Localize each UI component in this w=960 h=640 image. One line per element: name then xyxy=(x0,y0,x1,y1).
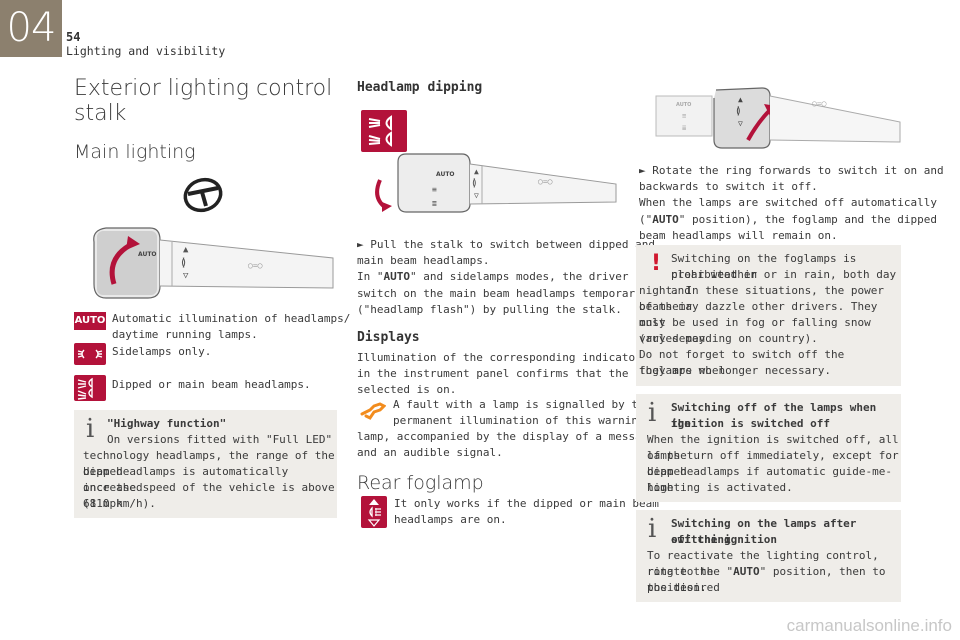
warning-line: they are no longer necessary. xyxy=(639,364,832,377)
svg-text:◯=◯: ◯=◯ xyxy=(248,261,263,270)
highway-function-note: i "Highway function" On versions fitted … xyxy=(74,410,337,518)
svg-text:▽: ▽ xyxy=(474,191,479,200)
note-line: lamps turn off immediately, except for d… xyxy=(647,449,899,479)
svg-text:≣: ≣ xyxy=(682,124,686,132)
steering-wheel-icon xyxy=(183,177,223,213)
legend-sidelamps-text: Sidelamps only. xyxy=(112,345,212,358)
dipped-main-beam-icon xyxy=(74,375,106,401)
note-title: ignition is switched off xyxy=(671,417,830,430)
rear-foglamp-heading: Rear foglamp xyxy=(357,472,484,494)
warning-line: only be used in fog or falling snow (rul… xyxy=(639,316,871,346)
note-line: technology headlamps, the range of the d… xyxy=(83,449,335,479)
rear-foglamp-text: It only works if the dipped or main beam… xyxy=(394,497,659,527)
note-line: On versions fitted with "Full LED" xyxy=(107,433,333,446)
svg-text:≡: ≡ xyxy=(682,112,686,120)
rear-foglamp-icon xyxy=(361,496,387,528)
note-line: once the speed of the vehicle is above 6… xyxy=(83,481,335,511)
watermark: carmanualsonline.info xyxy=(786,616,952,635)
svg-text:AUTO: AUTO xyxy=(676,102,691,108)
note-title: Switching off of the lamps when the xyxy=(671,401,877,431)
svg-text:▲: ▲ xyxy=(183,245,189,255)
warning-icon: ! xyxy=(651,251,662,276)
svg-text:◯=◯: ◯=◯ xyxy=(538,177,553,186)
warning-line: night. In these situations, the power of… xyxy=(639,284,885,314)
svg-text:▽: ▽ xyxy=(183,271,189,281)
chapter-number-tab: 04 xyxy=(0,0,62,57)
note-line: When the ignition is switched off, all o… xyxy=(647,433,899,463)
stalk-illustration-main-lighting: AUTO ▲ ≬ ▽ ◯=◯ xyxy=(93,227,334,299)
headlamp-dipping-heading: Headlamp dipping xyxy=(357,80,483,95)
note-line: To reactivate the lighting control, rota… xyxy=(647,549,879,579)
stalk-illustration-dipping: AUTO ≡ ≣ ▲ ≬ ▽ ◯=◯ xyxy=(375,153,617,213)
warning-line: Switching on the foglamps is prohibited … xyxy=(671,252,857,282)
info-icon: i xyxy=(648,514,657,544)
note-line: (110 km/h). xyxy=(83,497,156,510)
svg-text:▲: ▲ xyxy=(738,95,743,104)
info-icon: i xyxy=(648,398,657,428)
legend-auto-text: Automatic illumination of headlamps/ day… xyxy=(112,312,351,342)
note-line: lighting is activated. xyxy=(647,481,793,494)
svg-text:≣: ≣ xyxy=(432,199,437,208)
sidelamps-icon xyxy=(74,343,106,365)
note-title: Switching on the lamps after switching xyxy=(671,517,857,547)
main-lighting-heading: Main lighting xyxy=(74,141,196,163)
dipping-paragraph: ► Pull the stalk to switch between dippe… xyxy=(357,238,656,316)
foglamp-warning-box: ! Switching on the foglamps is prohibite… xyxy=(636,245,901,386)
note-line: position. xyxy=(647,581,707,594)
svg-text:AUTO: AUTO xyxy=(138,251,157,258)
note-title: "Highway function" xyxy=(107,417,227,430)
foglamp-paragraph: ► Rotate the ring forwards to switch it … xyxy=(639,164,944,242)
svg-text:▲: ▲ xyxy=(474,167,479,176)
lamps-on-after-ignition-note: i Switching on the lamps after switching… xyxy=(636,510,901,602)
note-title: off the ignition xyxy=(671,533,777,546)
chapter-title: Lighting and visibility xyxy=(66,44,226,58)
fault-text-continued: lamp, accompanied by the display of a me… xyxy=(357,430,656,460)
svg-text:≬: ≬ xyxy=(472,178,477,189)
displays-heading: Displays xyxy=(357,330,420,345)
displays-paragraph: Illumination of the corresponding indica… xyxy=(357,351,689,397)
page-number: 54 xyxy=(66,30,81,44)
dipped-main-beam-indicator-icon xyxy=(361,110,407,152)
svg-text:◯=◯: ◯=◯ xyxy=(812,99,827,108)
warning-line: vary depending on country). xyxy=(639,332,818,345)
warning-line: clear weather or in rain, both day and xyxy=(671,268,897,298)
note-line: beam headlamps if automatic guide-me-hom… xyxy=(647,465,893,495)
info-icon: i xyxy=(86,414,95,444)
section-title: Exterior lighting control stalk xyxy=(74,76,333,126)
stalk-illustration-foglamp: AUTO ≡ ≣ ▲ ≬ ▽ ◯=◯ xyxy=(655,87,901,149)
svg-text:≬: ≬ xyxy=(736,106,741,117)
note-line: ring to the "AUTO" position, then to the… xyxy=(647,565,886,595)
lamp-fault-warning-icon xyxy=(360,402,386,420)
fault-text: A fault with a lamp is signalled by the … xyxy=(393,398,652,428)
note-line: beam headlamps is automatically increase… xyxy=(83,465,289,495)
legend-dipped-text: Dipped or main beam headlamps. xyxy=(112,378,311,391)
svg-text:≡: ≡ xyxy=(432,185,437,194)
auto-icon: AUTO xyxy=(74,312,106,330)
svg-text:≬: ≬ xyxy=(181,256,186,269)
svg-text:▽: ▽ xyxy=(738,119,743,128)
lamps-off-note: i Switching off of the lamps when the ig… xyxy=(636,394,901,502)
warning-line: beams may dazzle other drivers. They mus… xyxy=(639,300,878,330)
warning-line: Do not forget to switch off the foglamps… xyxy=(639,348,845,378)
svg-text:AUTO: AUTO xyxy=(436,171,455,178)
